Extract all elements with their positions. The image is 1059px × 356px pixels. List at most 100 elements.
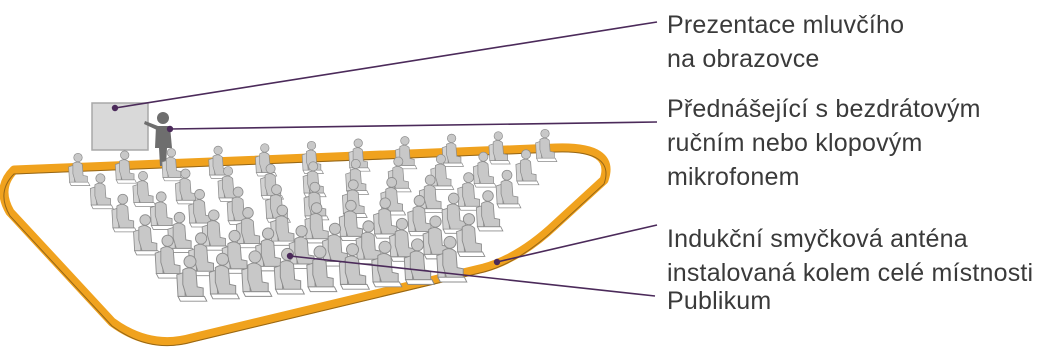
induction-loop-antenna [0, 143, 611, 347]
person-body [378, 208, 398, 235]
label-audience: Publikum [667, 284, 771, 318]
chair [68, 181, 91, 186]
person-body [409, 250, 432, 281]
person-head [271, 184, 282, 195]
person-head [208, 209, 220, 221]
person-head [424, 174, 436, 186]
person-body [116, 203, 135, 229]
person-body [227, 241, 248, 270]
audience-member [403, 238, 436, 285]
person-head [346, 243, 359, 257]
person-head [345, 199, 357, 212]
person-body [247, 262, 269, 293]
audience-member [535, 128, 558, 162]
person-head [242, 207, 254, 219]
audience-member [154, 234, 185, 279]
person-head [180, 168, 191, 179]
label-line: ručním nebo klopovým [667, 129, 923, 157]
audience-member [241, 250, 273, 297]
audience-seating [68, 128, 558, 302]
leader-lines [111, 21, 658, 297]
person-head [540, 128, 550, 139]
audience-member [161, 148, 184, 182]
label-speaker-presentation: Prezentace mluvčího na obrazovce [667, 8, 904, 76]
person-head [166, 148, 176, 158]
audience-member [322, 222, 352, 267]
chair [209, 293, 241, 300]
person-head [223, 166, 234, 177]
person-head [260, 143, 270, 153]
person-head [400, 136, 410, 146]
chair [307, 286, 338, 293]
person-head [228, 229, 241, 243]
chair [112, 227, 138, 233]
person-head [248, 250, 262, 264]
chair [535, 157, 558, 162]
person-head [138, 170, 148, 181]
audience-member [68, 152, 91, 186]
person-head [155, 191, 167, 203]
person-body [344, 210, 363, 237]
person-body [492, 140, 508, 161]
leader-dot-screen [111, 104, 119, 112]
person-body [481, 201, 501, 228]
person-head [478, 151, 489, 162]
person-head [309, 181, 321, 193]
person-body [462, 182, 480, 207]
chair [473, 183, 497, 188]
audience-member [472, 151, 497, 188]
person-body [172, 222, 192, 249]
label-line: Přednášející s bezdrátovým [667, 95, 981, 123]
person-body [500, 179, 519, 205]
chair [242, 291, 273, 297]
person-head [463, 172, 474, 183]
person-body [138, 225, 158, 252]
person-head [232, 186, 244, 198]
person-head [447, 133, 457, 143]
label-line: Publikum [667, 287, 772, 315]
person-head [117, 193, 129, 205]
audience-member [407, 195, 435, 237]
person-body [241, 217, 261, 244]
leader-dot-presenter [166, 125, 174, 133]
chair [274, 288, 306, 295]
person-body [423, 184, 442, 210]
leader-line-audience [289, 255, 656, 297]
person-body [279, 260, 302, 290]
person-head [353, 138, 363, 148]
person-head [378, 240, 392, 254]
person-body [207, 220, 226, 247]
person-head [393, 156, 404, 167]
audience-member [133, 214, 161, 256]
person-body [477, 161, 494, 184]
person-head [308, 161, 319, 172]
audience-member [436, 235, 468, 283]
label-line: Indukční smyčková anténa [667, 225, 968, 253]
label-line: Prezentace mluvčího [667, 11, 905, 39]
audience-member [306, 245, 338, 293]
leader-dot-audience [286, 252, 294, 260]
label-line: instalovaná kolem celé místnosti [667, 259, 1034, 287]
person-body [309, 213, 329, 240]
person-head [139, 214, 151, 226]
person-head [379, 197, 391, 209]
person-head [310, 202, 323, 214]
presenter-figure [144, 112, 172, 166]
person-head [173, 211, 186, 224]
person-body [399, 144, 415, 166]
audience-member [167, 211, 196, 253]
chair [456, 251, 486, 257]
leader-line-screen [114, 21, 658, 109]
person-head [73, 152, 83, 163]
person-head [350, 158, 361, 169]
person-head [276, 204, 289, 217]
chair [437, 276, 468, 283]
chair [442, 162, 465, 167]
person-head [447, 192, 460, 205]
label-line: na obrazovce [667, 45, 820, 73]
audience-member [515, 149, 540, 186]
person-body [435, 163, 452, 187]
audience-member [89, 173, 114, 210]
person-body [160, 246, 181, 275]
person-body [260, 239, 281, 267]
